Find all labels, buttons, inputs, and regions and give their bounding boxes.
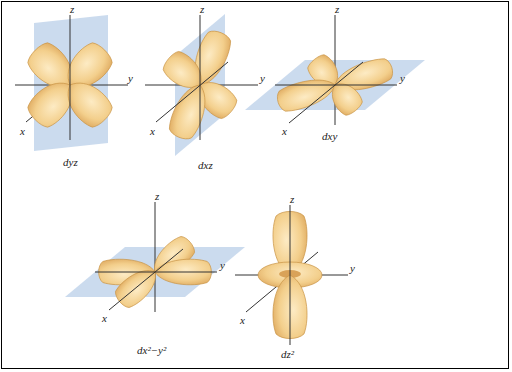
dz2-orbital <box>235 205 348 345</box>
axis-label: y <box>128 72 133 84</box>
axis-label: x <box>240 314 245 326</box>
axis-label: y <box>400 72 405 84</box>
axis-label: z <box>200 3 204 15</box>
axis-label: x <box>282 125 287 137</box>
axis-label: z <box>335 3 339 15</box>
axis-label: z <box>70 3 74 15</box>
orbital-name: dx²−y² <box>137 344 166 356</box>
dxz-orbital <box>145 14 258 156</box>
orbital-name: dxz <box>198 159 213 171</box>
dxy-orbital <box>245 15 425 125</box>
orbital-name: dxy <box>322 130 337 142</box>
axis-label: y <box>350 262 355 274</box>
axis-label: x <box>20 125 25 137</box>
orbital-name: dyz <box>63 156 78 168</box>
axis-label: z <box>290 193 294 205</box>
axis-label: z <box>155 190 159 202</box>
axis-label: y <box>260 72 265 84</box>
axis-label: x <box>102 312 107 324</box>
axis-label: x <box>150 125 155 137</box>
orbital-name: dz² <box>281 348 294 360</box>
dyz-orbital <box>15 15 128 151</box>
axis-label: y <box>220 259 225 271</box>
dx2-y2-orbital <box>65 202 245 312</box>
